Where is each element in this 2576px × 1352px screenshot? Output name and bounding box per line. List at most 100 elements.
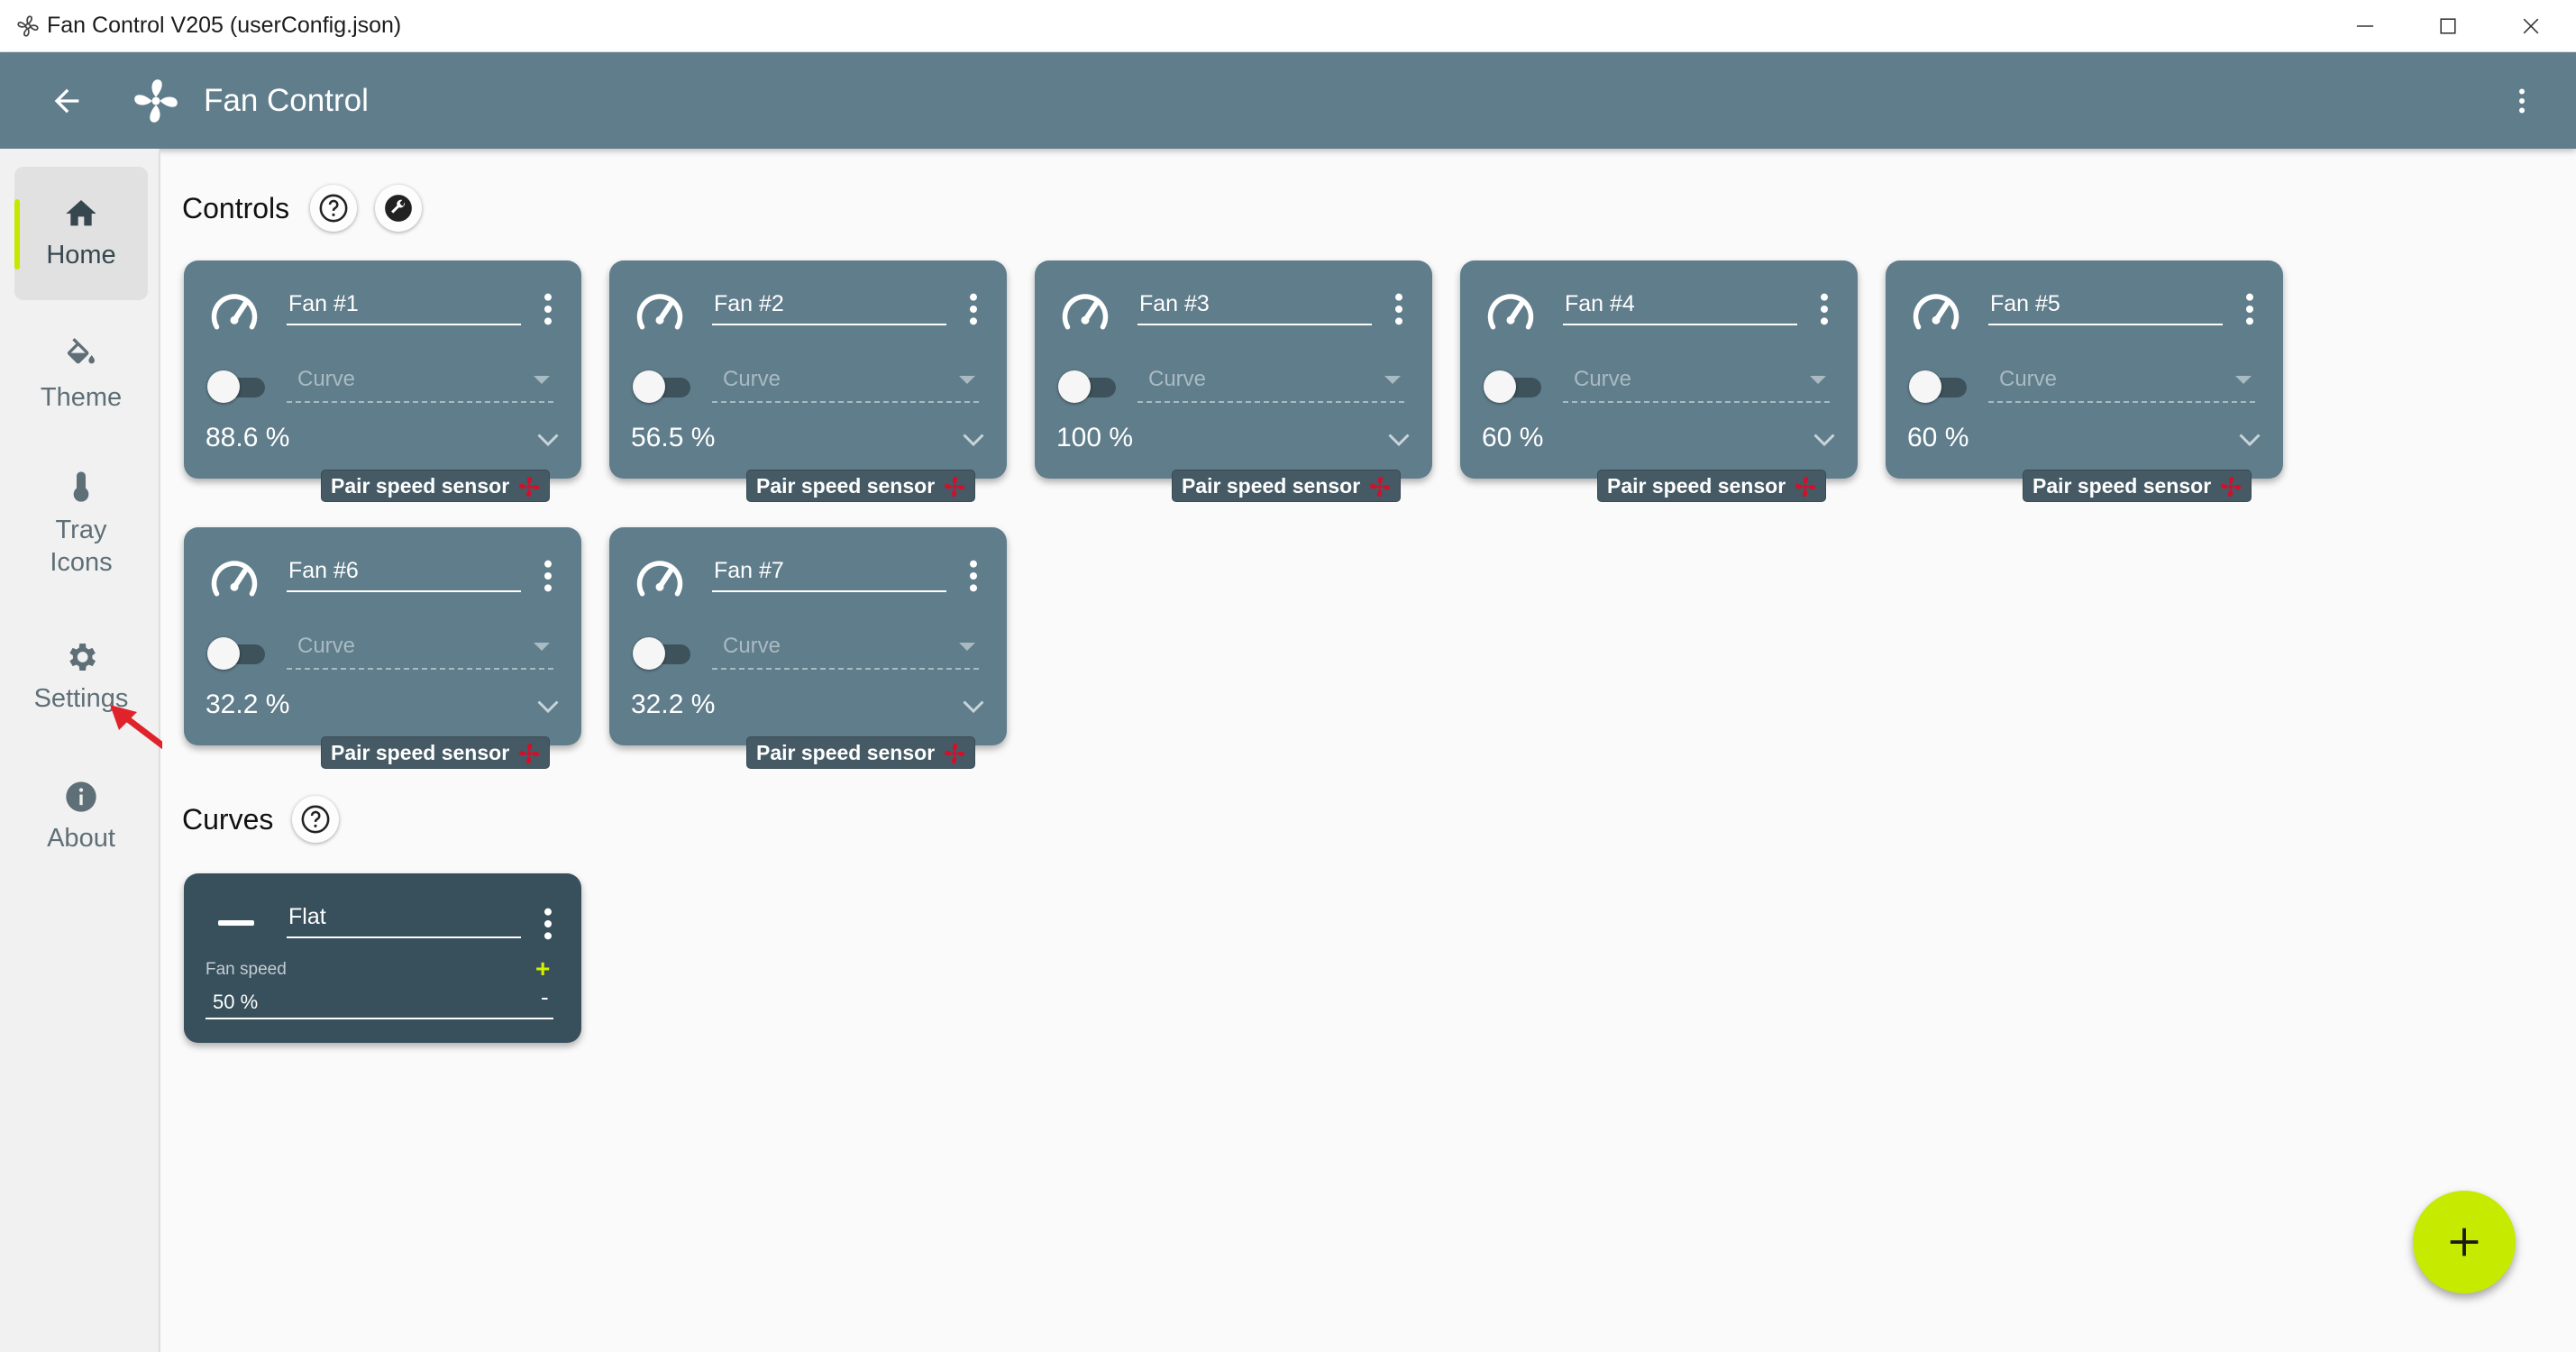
expand-button[interactable] [1808,423,1841,455]
curve-select[interactable]: Curve [287,361,553,403]
app-title: Fan Control [204,83,369,118]
speedometer-icon [1909,288,1963,342]
enable-toggle[interactable] [1484,367,1543,403]
fan-name-field[interactable]: Fan #3 [1137,288,1372,325]
expand-button[interactable] [1383,423,1415,455]
fan-menu-button[interactable] [1812,291,1837,331]
increase-button[interactable]: + [535,955,551,982]
controls-help-button[interactable] [310,185,357,232]
caret-down-icon [1810,376,1826,384]
fan-menu-button[interactable] [961,291,986,331]
curve-select[interactable]: Curve [1137,361,1404,403]
fan-name-field[interactable]: Fan #7 [712,554,946,592]
expand-button[interactable] [532,690,564,722]
nav-item-about[interactable]: About [14,757,148,874]
window-titlebar: Fan Control V205 (userConfig.json) [0,0,2576,52]
fan-name-field[interactable]: Fan #6 [287,554,521,592]
thermometer-icon [73,471,89,502]
decrease-button[interactable]: - [541,983,549,1010]
toggle-thumb [1909,370,1941,403]
curves-help-button[interactable] [292,796,339,843]
chevron-down-icon [2233,434,2266,459]
pair-speed-sensor-button[interactable]: Pair speed sensor [746,470,976,502]
caret-down-icon [959,643,975,651]
enable-toggle[interactable] [207,367,267,403]
close-button[interactable] [2489,0,2572,52]
fan-menu-button[interactable] [535,558,561,598]
nav-item-home[interactable]: Home [14,167,148,300]
enable-toggle[interactable] [207,634,267,670]
speedometer-icon [207,288,261,342]
more-vertical-icon [1386,291,1411,332]
more-vertical-icon [961,558,986,598]
fan-warning-icon [1367,474,1393,499]
question-icon [319,194,348,223]
curve-select[interactable]: Curve [1988,361,2255,403]
enable-toggle[interactable] [633,367,692,403]
fan-logo-icon [134,79,178,123]
minimize-button[interactable] [2324,0,2407,52]
pair-speed-sensor-label: Pair speed sensor [331,474,510,498]
expand-button[interactable] [957,690,990,722]
curves-title: Curves [182,803,274,836]
flat-curve-icon [218,920,254,926]
nav-item-theme[interactable]: Theme [14,329,148,446]
maximize-button[interactable] [2407,0,2489,52]
nav-rail: Home Theme Tray Icons Settings About [0,149,160,1352]
fan-name-field[interactable]: Fan #5 [1988,288,2223,325]
fan-control-card[interactable]: Fan #6 Curve 32.2 % [184,527,581,745]
fan-warning-icon [2218,474,2243,499]
pair-speed-sensor-button[interactable]: Pair speed sensor [746,736,976,769]
nav-item-tray-icons[interactable]: Tray Icons [14,460,148,613]
fan-name-field[interactable]: Fan #2 [712,288,946,325]
fan-speed-value: 100 % [1056,423,1134,452]
fan-name-field[interactable]: Fan #4 [1563,288,1797,325]
curve-select-placeholder: Curve [723,634,781,658]
fan-speed-value: 32.2 % [206,690,290,719]
expand-button[interactable] [957,423,990,455]
curve-name-field[interactable]: Flat [287,900,521,938]
pair-speed-sensor-label: Pair speed sensor [2032,474,2212,498]
curve-card-flat[interactable]: Flat Fan speed + 50 % - [184,873,581,1043]
curve-select[interactable]: Curve [712,628,979,670]
pair-speed-sensor-button[interactable]: Pair speed sensor [321,736,551,769]
expand-button[interactable] [2233,423,2266,455]
add-button[interactable] [2413,1191,2516,1293]
more-vertical-icon [2519,88,2525,114]
fan-warning-icon [1793,474,1818,499]
enable-toggle[interactable] [1909,367,1969,403]
pair-speed-sensor-label: Pair speed sensor [1607,474,1786,498]
wrench-icon [385,195,412,222]
curve-select[interactable]: Curve [1563,361,1830,403]
fan-menu-button[interactable] [961,558,986,598]
expand-button[interactable] [532,423,564,455]
pair-speed-sensor-button[interactable]: Pair speed sensor [2023,470,2252,502]
fan-control-card[interactable]: Fan #4 Curve 60 % [1460,260,1858,479]
fan-speed-field[interactable]: 50 % [206,987,553,1019]
enable-toggle[interactable] [633,634,692,670]
curve-menu-button[interactable] [535,904,561,944]
pair-speed-sensor-button[interactable]: Pair speed sensor [1597,470,1827,502]
pair-speed-sensor-button[interactable]: Pair speed sensor [1172,470,1402,502]
curve-select-placeholder: Curve [1999,367,2058,391]
app-menu-button[interactable] [2497,76,2547,126]
back-button[interactable] [41,76,92,126]
curve-select-placeholder: Curve [297,367,356,391]
fan-speed-value: 60 % [1482,423,1544,452]
fan-menu-button[interactable] [1386,291,1411,331]
controls-tools-button[interactable] [375,185,422,232]
curve-select[interactable]: Curve [287,628,553,670]
fan-menu-button[interactable] [535,291,561,331]
caret-down-icon [959,376,975,384]
enable-toggle[interactable] [1058,367,1118,403]
fan-menu-button[interactable] [2237,291,2262,331]
curve-select-placeholder: Curve [297,634,356,658]
curve-select[interactable]: Curve [712,361,979,403]
pair-speed-sensor-button[interactable]: Pair speed sensor [321,470,551,502]
fan-name-field[interactable]: Fan #1 [287,288,521,325]
